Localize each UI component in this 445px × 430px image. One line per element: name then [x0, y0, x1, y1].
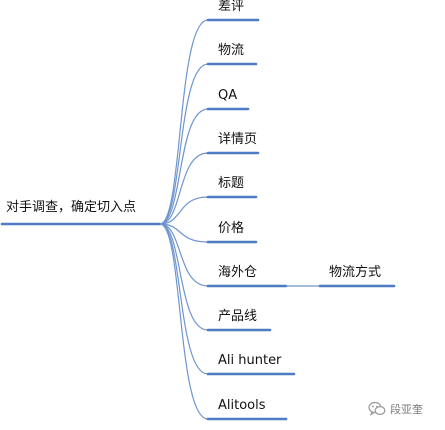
branch-label: 海外仓: [218, 265, 258, 280]
watermark-text: 段亚奎: [390, 403, 423, 416]
branch-label: Alitools: [218, 398, 266, 413]
branch-label: Ali hunter: [218, 353, 282, 368]
branch-label: 物流: [218, 43, 245, 58]
branch-label: QA: [218, 88, 238, 103]
branch-connector: [159, 196, 209, 225]
branch-connector: [159, 108, 209, 225]
branch-label: 价格: [218, 221, 245, 236]
branch-connector: [159, 223, 209, 375]
branch-label: 产品线: [218, 309, 258, 324]
branch-connector: [159, 152, 209, 225]
branch-label: 差评: [218, 0, 245, 14]
branch-connector: [159, 223, 209, 420]
branch-connector: [159, 19, 209, 225]
wechat-icon: [368, 401, 386, 416]
branch-label: 标题: [218, 176, 245, 191]
branch-connector: [159, 223, 209, 287]
child-label: 物流方式: [329, 265, 382, 280]
branch-label: 详情页: [218, 132, 258, 147]
watermark: 段亚奎: [368, 399, 423, 419]
branch-connector: [159, 223, 209, 243]
branch-connector: [159, 223, 209, 331]
root-topic-label: 对手调查，确定切入点: [6, 200, 137, 215]
branch-connector: [159, 63, 209, 225]
